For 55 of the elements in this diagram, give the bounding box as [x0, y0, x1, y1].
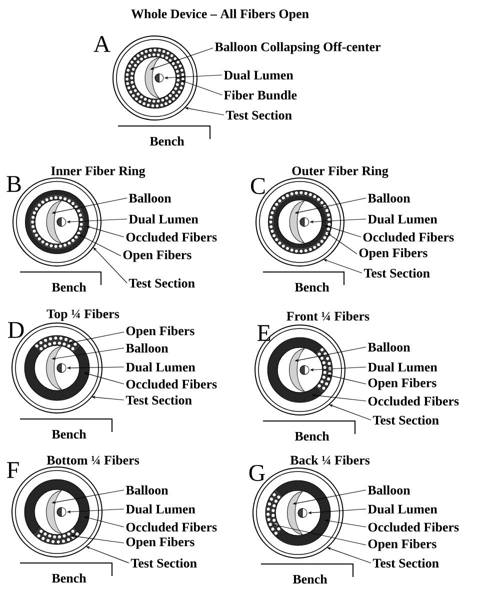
callout-label: Dual Lumen — [223, 70, 294, 80]
callout-label: Open Fibers — [367, 378, 438, 390]
callout-label: Occluded Fibers — [125, 232, 218, 242]
panel-title: Back ¼ Fibers — [290, 455, 370, 465]
callout-label: Occluded Fibers — [367, 522, 460, 532]
bench-label: Bench — [292, 574, 328, 584]
callout-label: Test Section — [372, 414, 440, 426]
bench-label: Bench — [52, 282, 86, 292]
callout-label: Open Fibers — [122, 250, 192, 262]
panel-letter: A — [94, 36, 110, 52]
callout-label: Occluded Fibers — [125, 522, 218, 532]
panel-title: Inner Fiber Ring — [51, 166, 146, 178]
bench-label: Bench — [294, 431, 330, 441]
callout-label: Test Section — [130, 558, 198, 568]
panel-title: Top ¼ Fibers — [46, 309, 120, 321]
callout-label: Open Fibers — [125, 536, 196, 550]
callout-label: Dual Lumen — [367, 362, 438, 372]
callout-label: Open Fibers — [367, 538, 438, 552]
callout-label: Balloon — [125, 342, 169, 354]
callout-label: Occluded Fibers — [125, 378, 218, 390]
callout-label: Dual Lumen — [125, 362, 196, 372]
bench-label: Bench — [294, 282, 330, 292]
callout-label: Fiber Bundle — [223, 90, 298, 100]
callout-label: Balloon — [128, 192, 172, 204]
panel-letter: D — [8, 322, 24, 338]
bench-label: Bench — [52, 573, 86, 583]
callout-label: Dual Lumen — [367, 504, 438, 514]
callout-label: Occluded Fibers — [362, 232, 455, 242]
panel-letter: E — [257, 325, 270, 341]
panel-letter: F — [7, 462, 19, 478]
bench-label: Bench — [52, 429, 86, 439]
bench-label: Bench — [150, 136, 184, 146]
panel-letter: C — [250, 178, 265, 194]
panel-title: Outer Fiber Ring — [292, 166, 388, 178]
panel-letter: B — [6, 176, 21, 192]
callout-label: Balloon — [367, 192, 411, 204]
callout-label: Open Fibers — [125, 326, 196, 338]
callout-label: Balloon — [367, 342, 411, 352]
callout-label: Test Section — [372, 558, 440, 568]
callout-label: Balloon Collapsing Off-center — [214, 42, 382, 55]
callout-label: Dual Lumen — [125, 504, 196, 514]
callout-label: Balloon — [125, 484, 169, 496]
callout-label: Dual Lumen — [128, 214, 199, 224]
panel-title: Bottom ¼ Fibers — [46, 455, 140, 465]
panel-title: Front ¼ Fibers — [286, 311, 370, 321]
callout-label: Balloon — [367, 484, 411, 496]
callout-label: Test Section — [128, 278, 196, 288]
callout-label: Open Fibers — [358, 248, 428, 260]
callout-label: Test Section — [363, 268, 431, 278]
callout-label: Test Section — [125, 394, 193, 406]
callout-label: Test Section — [225, 110, 293, 120]
panel-letter: G — [249, 464, 265, 482]
title: Whole Device – All Fibers Open — [131, 9, 309, 21]
callout-label: Dual Lumen — [367, 214, 438, 224]
callout-label: Occluded Fibers — [367, 396, 460, 406]
